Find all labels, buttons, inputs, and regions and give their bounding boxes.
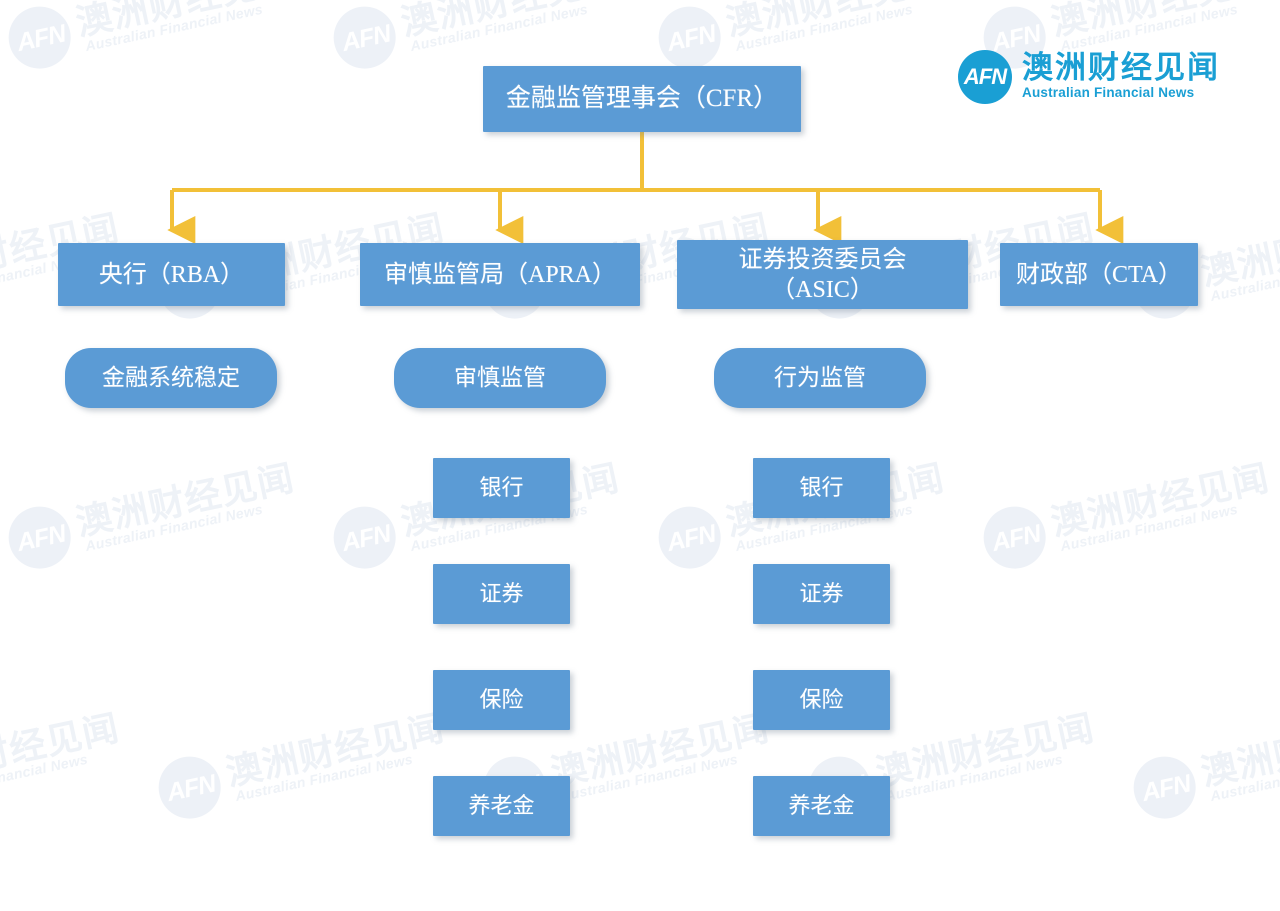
brand-logo: AFN 澳洲财经见闻 Australian Financial News — [958, 50, 1220, 104]
node-asic-sector-3[interactable]: 养老金 — [753, 776, 890, 836]
node-mandate-0[interactable]: 金融系统稳定 — [65, 348, 277, 408]
node-agency-2[interactable]: 证券投资委员会 （ASIC） — [677, 240, 968, 309]
node-agency-3[interactable]: 财政部（CTA） — [1000, 243, 1198, 306]
node-asic-sector-2[interactable]: 保险 — [753, 670, 890, 730]
node-cfr-root[interactable]: 金融监管理事会（CFR） — [483, 66, 801, 132]
brand-name-cn: 澳洲财经见闻 — [1022, 49, 1220, 85]
afn-monogram: AFN — [963, 64, 1007, 89]
node-apra-sector-1[interactable]: 证券 — [433, 564, 570, 624]
node-apra-sector-0[interactable]: 银行 — [433, 458, 570, 518]
node-apra-sector-3[interactable]: 养老金 — [433, 776, 570, 836]
node-asic-sector-0[interactable]: 银行 — [753, 458, 890, 518]
node-agency-1[interactable]: 审慎监管局（APRA） — [360, 243, 640, 306]
node-apra-sector-2[interactable]: 保险 — [433, 670, 570, 730]
brand-wordmark: 澳洲财经见闻 Australian Financial News — [1022, 49, 1220, 103]
brand-name-en: Australian Financial News — [1022, 85, 1195, 101]
node-agency-0[interactable]: 央行（RBA） — [58, 243, 285, 306]
afn-circle-icon: AFN — [958, 50, 1012, 104]
node-asic-sector-1[interactable]: 证券 — [753, 564, 890, 624]
node-mandate-2[interactable]: 行为监管 — [714, 348, 926, 408]
node-mandate-1[interactable]: 审慎监管 — [394, 348, 606, 408]
